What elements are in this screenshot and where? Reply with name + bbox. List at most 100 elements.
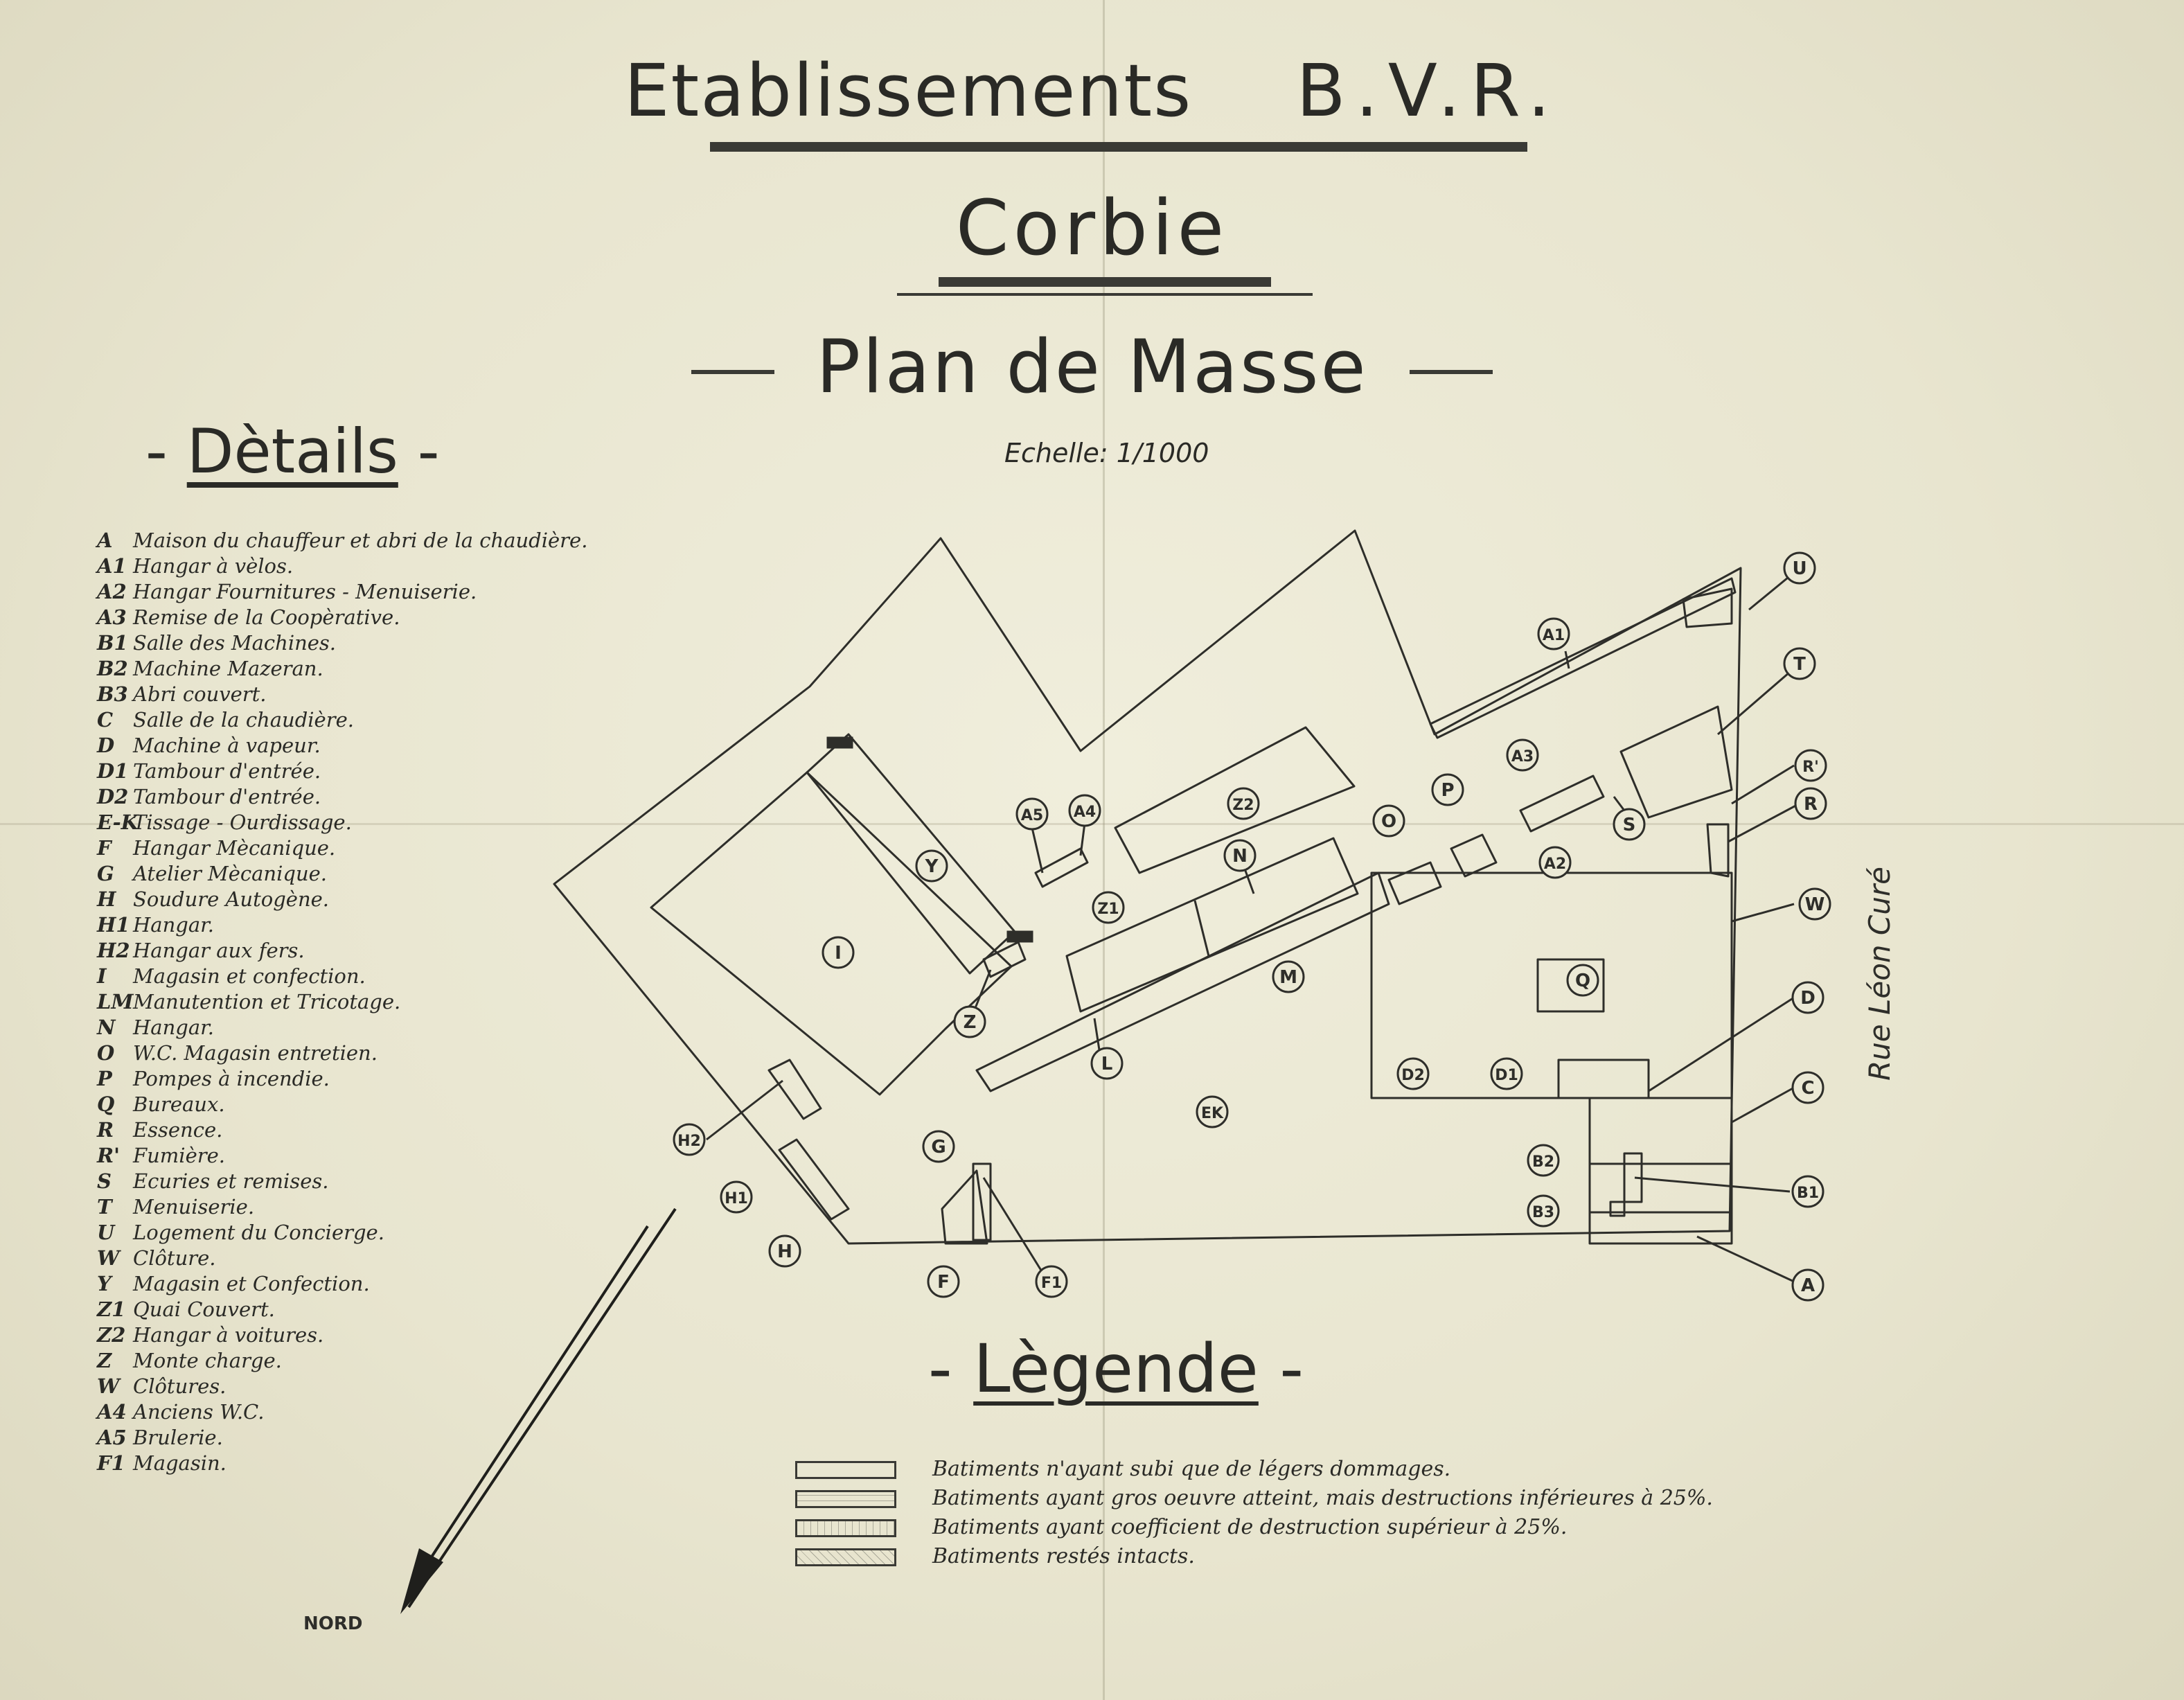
scale-note: Echelle: 1/1000 [1004, 438, 1209, 468]
details-item-code: R [97, 1118, 114, 1142]
details-item-code: P [97, 1067, 112, 1090]
leader-F1 [982, 1177, 1047, 1279]
callout-label: D2 [1401, 1067, 1425, 1084]
callout-label: A2 [1544, 856, 1566, 873]
callout-f: F [927, 1265, 960, 1298]
leader-T [1717, 662, 1800, 736]
details-item-label: Salle des Machines. [133, 631, 337, 655]
callout-circle [1396, 1057, 1430, 1090]
building-H1 [778, 1138, 850, 1221]
callout-y: Y [915, 849, 948, 883]
town-title: Corbie [955, 184, 1229, 272]
building-I [650, 771, 1013, 1096]
building-D [1557, 1059, 1650, 1099]
callout-label: U [1792, 558, 1806, 579]
details-item-code: D2 [97, 785, 129, 808]
callout-ek: EK [1196, 1095, 1229, 1128]
details-item-code: H [97, 887, 116, 911]
callout-circle [1791, 981, 1825, 1014]
details-item-code: B3 [97, 682, 128, 706]
callout-circle [1223, 839, 1257, 872]
callout-circle [1506, 738, 1539, 772]
details-item-label: Fumière. [133, 1144, 225, 1167]
callout-circle [1490, 1057, 1523, 1090]
callout-label: W [1805, 894, 1825, 915]
callout-f1: F1 [1035, 1265, 1068, 1298]
details-item-code: Q [97, 1092, 115, 1116]
town-underline-thin [897, 293, 1313, 296]
details-item-code: B1 [97, 631, 128, 655]
callout-circle [1431, 773, 1464, 806]
leader-S [1613, 796, 1626, 811]
stairs-a [826, 736, 853, 749]
callout-circle [1798, 887, 1831, 921]
details-item-label: Magasin et Confection. [133, 1272, 370, 1295]
details-item-label: Soudure Autogène. [133, 887, 330, 911]
details-item-label: Ecuries et remises. [133, 1169, 329, 1193]
details-item-label: Atelier Mècanique. [133, 862, 328, 885]
details-item-label: Hangar. [133, 1016, 215, 1039]
callout-circle [1783, 647, 1816, 680]
callout-label: B2 [1532, 1153, 1554, 1171]
callout-label: S [1623, 815, 1636, 835]
details-item-code: W [97, 1374, 120, 1398]
callout-label: O [1381, 811, 1396, 832]
callout-label: EK [1201, 1105, 1224, 1122]
leader-R1 [1731, 764, 1795, 805]
callout-circle [927, 1265, 960, 1298]
leader-C [1731, 1086, 1795, 1124]
details-heading: - Dètails - [145, 416, 440, 487]
callout-label: R [1804, 794, 1818, 815]
callout-label: D1 [1495, 1067, 1518, 1084]
leader-W [1731, 903, 1795, 923]
callout-circle [1791, 1268, 1825, 1302]
leader-A5 [1031, 827, 1044, 874]
callout-q: Q [1566, 964, 1599, 997]
callout-circle [1227, 787, 1260, 820]
building-A1 [1429, 577, 1737, 739]
callout-label: N [1232, 846, 1248, 867]
details-item-code: I [97, 964, 107, 988]
callout-label: Z [964, 1012, 977, 1033]
callout-t: T [1783, 647, 1816, 680]
north-arrow [400, 1207, 677, 1614]
details-item-label: Hangar à voitures. [133, 1323, 324, 1347]
details-item-label: Quai Couvert. [133, 1298, 275, 1321]
details-item-label: Menuiserie. [133, 1195, 255, 1219]
callout-circle [1035, 1265, 1068, 1298]
details-item-label: Clôtures. [133, 1374, 227, 1398]
callout-label: A [1801, 1275, 1815, 1296]
callout-l: L [1090, 1047, 1124, 1080]
callout-circle [1092, 891, 1125, 924]
callout-a4: A4 [1068, 794, 1101, 827]
callout-circle [1613, 808, 1646, 841]
details-item-label: Maison du chauffeur et abri de la chaudi… [133, 529, 588, 552]
details-item-label: Clôture. [133, 1246, 216, 1270]
callout-w: W [1798, 887, 1831, 921]
callout-circle [1791, 1175, 1825, 1208]
building-Z [982, 941, 1027, 978]
details-heading-text: Dètails [186, 416, 398, 487]
callout-i: I [822, 936, 855, 969]
details-item-code: Z2 [97, 1323, 126, 1347]
callout-g: G [922, 1130, 955, 1163]
company-title-lead: Etablissements [623, 48, 1193, 133]
callout-label: Z2 [1232, 797, 1254, 814]
callout-label: F [937, 1272, 950, 1293]
callout-circle [1783, 551, 1816, 585]
building-N-M-divider [1193, 900, 1210, 957]
callout-label: A5 [1021, 807, 1043, 824]
details-item-label: Salle de la chaudière. [133, 708, 354, 732]
